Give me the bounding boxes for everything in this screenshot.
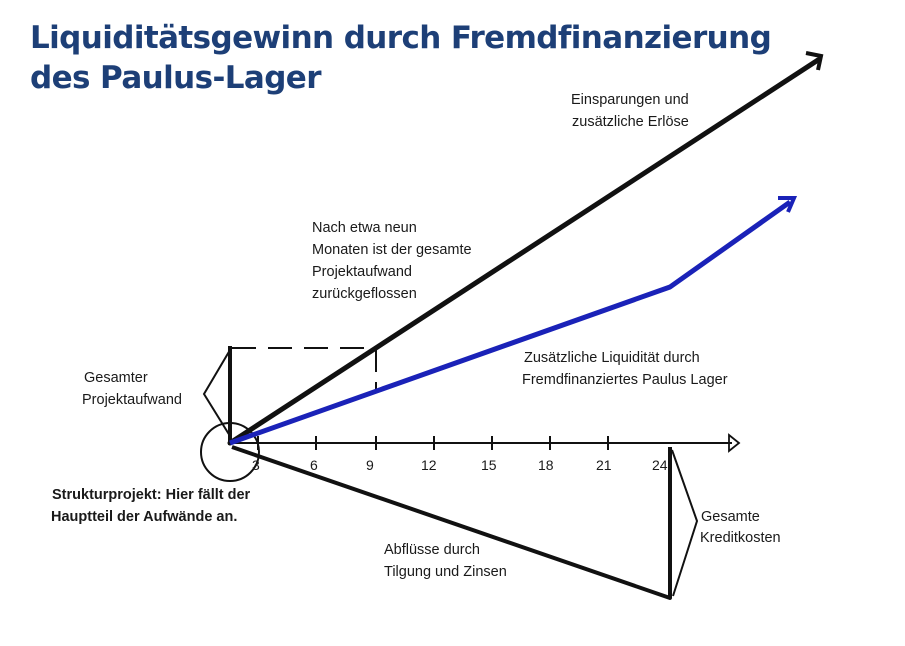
total-effort-bracket <box>202 349 231 437</box>
credit-costs-label-line-2: Kreditkosten <box>700 530 781 546</box>
total-effort-label-line-1: Gesamter <box>84 370 148 386</box>
liquidity-label-line-1: Zusätzliche Liquidität durch <box>524 350 700 366</box>
total-effort-label-line-2: Projektaufwand <box>82 392 182 408</box>
nine-months-label: Nach etwa neun Monaten ist der gesamte P… <box>312 220 472 302</box>
tick-label-12: 12 <box>421 457 437 473</box>
tick-label-6: 6 <box>310 457 318 473</box>
structure-project-label-line-2: Hauptteil der Aufwände an. <box>51 509 237 525</box>
tick-label-15: 15 <box>481 457 497 473</box>
nine-months-label-line-4: zurückgeflossen <box>312 286 417 302</box>
liquidity-label-line-2: Fremdfinanziertes Paulus Lager <box>522 372 728 388</box>
savings-label-line-1: Einsparungen und <box>571 92 689 108</box>
title-line-1: Liquiditätsgewinn durch Fremdfinanzierun… <box>30 20 772 56</box>
savings-arrow <box>227 57 821 446</box>
structure-project-label-line-1: Strukturprojekt: Hier fällt der <box>52 487 251 503</box>
tick-label-24: 24 <box>652 457 668 473</box>
savings-label: Einsparungen und zusätzliche Erlöse <box>571 92 689 130</box>
credit-cost-bracket <box>671 449 699 597</box>
page-title: Liquiditätsgewinn durch Fremdfinanzierun… <box>30 18 772 98</box>
title-line-2: des Paulus-Lager <box>30 60 322 96</box>
credit-costs-label-line-1: Gesamte <box>701 509 760 525</box>
liquidity-label: Zusätzliche Liquidität durch Fremdfinanz… <box>522 350 728 388</box>
nine-months-label-line-3: Projektaufwand <box>312 264 412 280</box>
outflows-label: Abflüsse durch Tilgung und Zinsen <box>384 542 507 580</box>
credit-costs-label: Gesamte Kreditkosten <box>700 509 781 546</box>
outflows-label-line-2: Tilgung und Zinsen <box>384 564 507 580</box>
tick-label-9: 9 <box>366 457 374 473</box>
savings-arrowhead-icon <box>805 51 824 71</box>
liquidity-arrowhead-icon <box>778 196 798 213</box>
axis-ticks <box>257 436 609 450</box>
nine-months-label-line-1: Nach etwa neun <box>312 220 417 236</box>
outflows-label-line-1: Abflüsse durch <box>384 542 480 558</box>
time-axis-arrow-icon <box>728 433 741 453</box>
outflow-line <box>231 445 672 600</box>
savings-label-line-2: zusätzliche Erlöse <box>572 114 689 130</box>
nine-months-label-line-2: Monaten ist der gesamte <box>312 242 472 258</box>
tick-label-21: 21 <box>596 457 612 473</box>
tick-label-3: 3 <box>252 457 260 473</box>
tick-label-18: 18 <box>538 457 554 473</box>
structure-project-label: Strukturprojekt: Hier fällt der Haupttei… <box>51 487 251 525</box>
total-effort-label: Gesamter Projektaufwand <box>82 370 182 408</box>
liquidity-line <box>229 199 792 446</box>
